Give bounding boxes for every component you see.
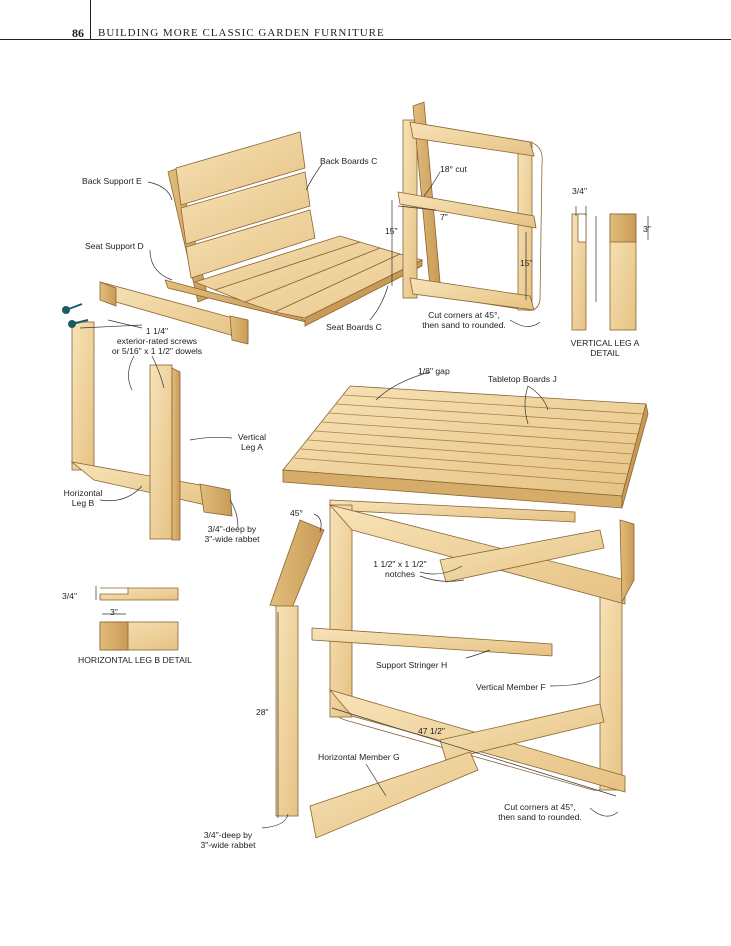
back-board-2 — [180, 171, 311, 245]
label-cut-18: 18° cut — [440, 164, 467, 174]
label-vertical-member: Vertical Member F — [476, 682, 546, 692]
table-base — [269, 499, 635, 839]
label-cut-corners-1-line1: Cut corners at 45°, — [428, 310, 500, 320]
screw-icons — [62, 303, 89, 328]
hdet-dim-3: 3" — [110, 607, 118, 617]
label-cut-corners-1: Cut corners at 45°, then sand to rounded… — [416, 310, 512, 330]
back-board-3 — [185, 209, 316, 279]
label-back-support: Back Support E — [82, 176, 142, 186]
label-cut-corners-1-line2: then sand to rounded. — [422, 320, 506, 330]
left-leg-assembly — [70, 281, 249, 541]
page-running-title: BUILDING MORE CLASSIC GARDEN FURNITURE — [98, 27, 385, 39]
label-screws-line2: exterior-rated screws — [116, 336, 198, 346]
dim-15-b: 15" — [520, 258, 533, 268]
label-rabbet-2: 3/4"-deep by 3"-wide rabbet — [196, 830, 260, 850]
label-horizontal-leg-detail: HORIZONTAL LEG B DETAIL — [78, 655, 192, 665]
label-45-deg: 45° — [290, 508, 303, 518]
dim-15-a: 15" — [385, 226, 398, 236]
label-horizontal-leg: Horizontal Leg B — [58, 488, 108, 508]
hdet-dim-3-4: 3/4" — [62, 591, 77, 601]
label-back-boards: Back Boards C — [320, 156, 378, 166]
label-vertical-leg-line1: Vertical — [237, 432, 267, 442]
chair-assembly — [164, 131, 424, 327]
label-horizontal-leg-line1: Horizontal — [63, 488, 103, 498]
label-notches: 1 1/2" x 1 1/2" notches — [370, 559, 430, 579]
dim-3-4: 3/4" — [572, 186, 587, 196]
label-vertical-leg-detail-line2: DETAIL — [590, 348, 620, 358]
header-divider — [90, 0, 91, 40]
label-rabbet-2-line2: 3"-wide rabbet — [200, 840, 256, 850]
page-header: 86 BUILDING MORE CLASSIC GARDEN FURNITUR… — [0, 0, 731, 40]
page-number: 86 — [72, 26, 84, 40]
vertical-leg-a-detail — [571, 213, 637, 331]
label-horizontal-member: Horizontal Member G — [318, 752, 400, 762]
label-screws: 1 1/4" exterior-rated screws or 5/16" x … — [102, 326, 212, 356]
label-screws-line3: or 5/16" x 1 1/2" dowels — [111, 346, 203, 356]
label-gap: 1/8" gap — [418, 366, 450, 376]
leader-lines — [79, 163, 649, 829]
label-cut-corners-2-line2: then sand to rounded. — [498, 812, 582, 822]
horizontal-leg-b-detail — [99, 587, 179, 651]
label-vertical-leg-line2: Leg A — [241, 442, 263, 452]
label-vertical-leg-detail: VERTICAL LEG A DETAIL — [560, 338, 650, 358]
label-rabbet-1-line2: 3"-wide rabbet — [204, 534, 260, 544]
chair-side-frame — [397, 101, 543, 311]
label-seat-boards: Seat Boards C — [326, 322, 382, 332]
back-board-1 — [175, 131, 306, 206]
label-seat-support: Seat Support D — [85, 241, 144, 251]
label-support-stringer: Support Stringer H — [376, 660, 448, 670]
label-rabbet-2-line1: 3/4"-deep by — [203, 830, 253, 840]
label-notches-line2: notches — [384, 569, 416, 579]
label-cut-corners-2: Cut corners at 45°, then sand to rounded… — [492, 802, 588, 822]
header-rule — [0, 39, 731, 40]
label-vertical-leg: Vertical Leg A — [230, 432, 274, 452]
dim-3: 3" — [643, 224, 651, 234]
dim-28: 28" — [256, 707, 269, 717]
label-horizontal-leg-line2: Leg B — [71, 498, 95, 508]
label-notches-line1: 1 1/2" x 1 1/2" — [373, 559, 427, 569]
label-rabbet-1-line1: 3/4"-deep by — [207, 524, 257, 534]
dim-7: 7" — [440, 212, 448, 222]
label-cut-corners-2-line1: Cut corners at 45°, — [504, 802, 576, 812]
label-tabletop-boards: Tabletop Boards J — [488, 374, 557, 384]
label-screws-line1: 1 1/4" — [145, 326, 169, 336]
label-rabbet-1: 3/4"-deep by 3"-wide rabbet — [196, 524, 268, 544]
tabletop-board-seams — [293, 394, 644, 485]
dim-47-half: 47 1/2" — [418, 726, 445, 736]
label-vertical-leg-detail-line1: VERTICAL LEG A — [570, 338, 640, 348]
